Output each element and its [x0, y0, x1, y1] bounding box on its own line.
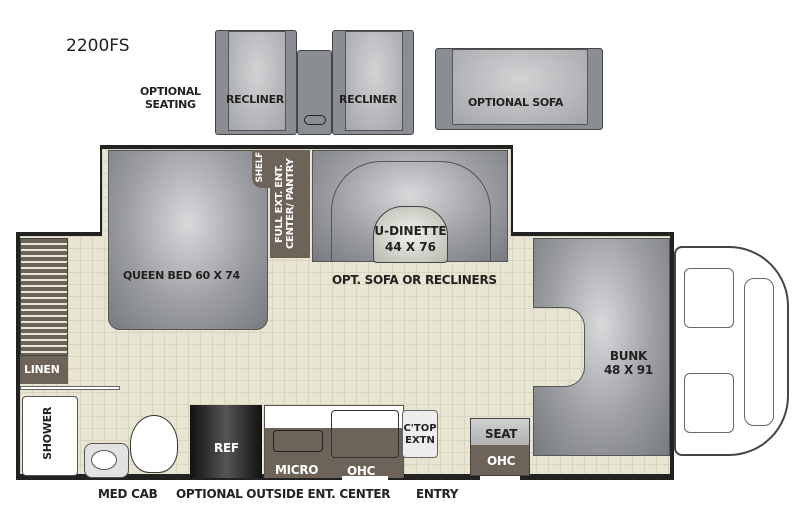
optional-seating-label: OPTIONAL SEATING	[140, 85, 201, 111]
entry-door	[342, 476, 388, 482]
toilet-icon	[130, 415, 178, 473]
shower-hatch	[20, 238, 68, 356]
cooktop-icon	[273, 430, 323, 452]
side-door	[480, 476, 520, 482]
queen-bed: QUEEN BED 60 X 74	[108, 150, 268, 330]
linen: LINEN	[20, 356, 68, 384]
countertop-extension: C'TOP EXTN	[402, 410, 438, 458]
opt-sofa-label: OPT. SOFA OR RECLINERS	[332, 273, 497, 287]
shower: SHOWER	[22, 396, 78, 476]
entry-label: ENTRY	[416, 487, 459, 501]
shelf: SHELF	[252, 150, 270, 188]
sink-icon	[84, 443, 129, 478]
pantry: FULL EXT. ENT. CENTER/ PANTRY	[270, 150, 310, 258]
cup-holder-icon	[304, 115, 326, 125]
dinette-table: U-DINETTE 44 X 76	[373, 206, 448, 263]
u-dinette: U-DINETTE 44 X 76	[312, 150, 508, 263]
model-name: 2200FS	[66, 36, 130, 56]
refrigerator: REF	[190, 405, 262, 478]
recliner-left: RECLINER	[215, 30, 297, 135]
med-cab-label: MED CAB	[98, 487, 158, 501]
outside-ent-label: OPTIONAL OUTSIDE ENT. CENTER	[176, 487, 391, 501]
kitchen-counter: MICRO OHC	[264, 405, 404, 478]
sink-basin-icon	[331, 410, 399, 458]
optional-sofa: OPTIONAL SOFA	[435, 48, 603, 130]
cab	[674, 246, 789, 456]
bunk: BUNK 48 X 91	[533, 238, 670, 456]
bath-partition	[20, 386, 120, 390]
recliner-right: RECLINER	[332, 30, 414, 135]
center-console	[297, 50, 332, 135]
seat: SEAT OHC	[470, 418, 530, 476]
